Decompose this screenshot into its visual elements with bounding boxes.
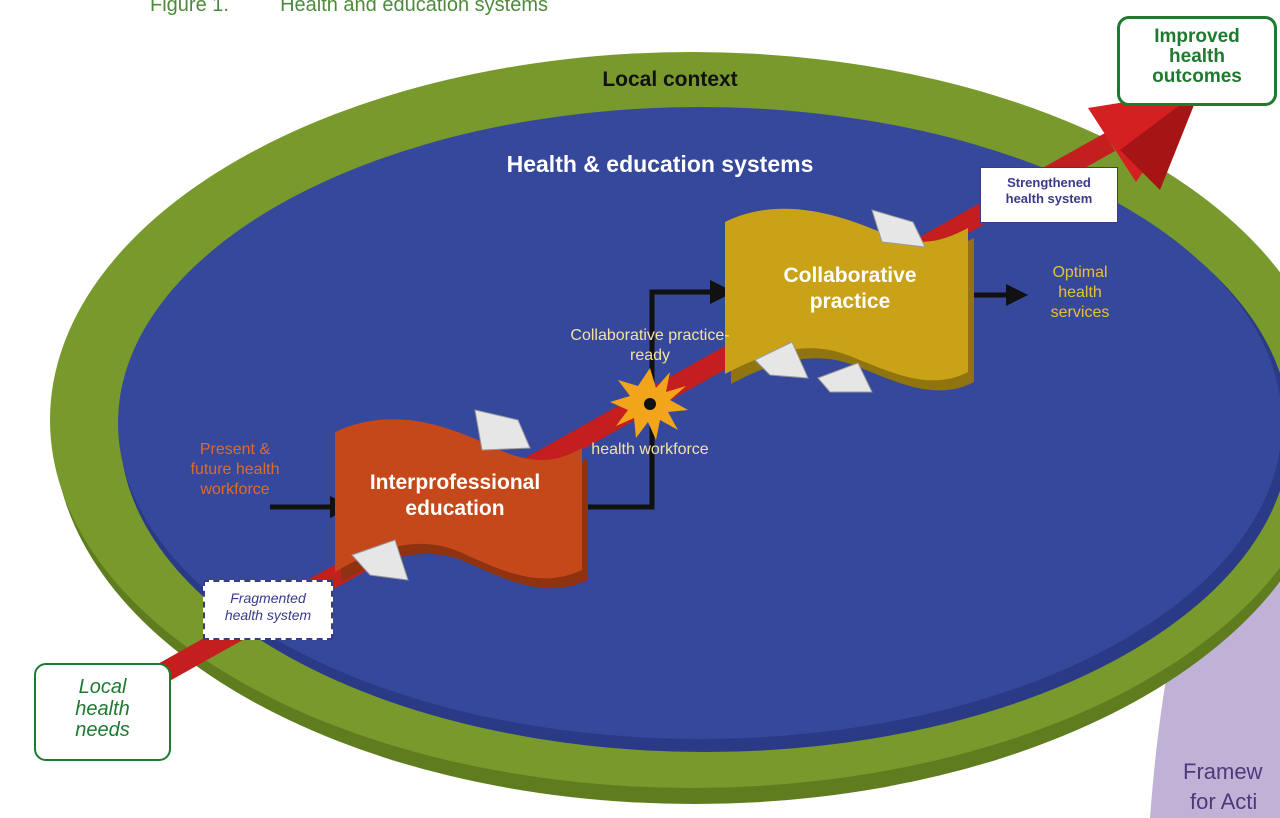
outer-ring-label: Local context bbox=[602, 68, 738, 91]
ready-workforce-label-top: Collaborative practice-ready bbox=[570, 327, 730, 364]
strengthened-box-text: Strengthened health system bbox=[1005, 175, 1093, 207]
workforce-input-label: Present & future health workforce bbox=[190, 441, 280, 498]
figure-caption: Figure 1. Health and education systems bbox=[150, 0, 548, 16]
ipe-label: Interprofessional education bbox=[369, 471, 541, 521]
figure-title: Health and education systems bbox=[280, 0, 548, 16]
needs-box: Local health needs bbox=[34, 663, 171, 761]
arrowheads bbox=[351, 209, 926, 581]
arrowhead-cp-top bbox=[871, 209, 926, 248]
inner-field bbox=[118, 107, 1280, 739]
fragmented-box-text: Fragmented health system bbox=[224, 590, 312, 623]
arrowhead-ipe-top bbox=[474, 409, 531, 451]
outcome-box: Improved health outcomes bbox=[1117, 16, 1277, 106]
corner-text-line2: for Acti bbox=[1190, 789, 1258, 814]
needs-box-text: Local health needs bbox=[75, 676, 130, 742]
ipe-banner bbox=[335, 419, 588, 589]
strengthened-box: Strengthened health system bbox=[980, 167, 1118, 223]
figure-number: Figure 1. bbox=[150, 0, 229, 16]
arrowhead-ipe-bottom bbox=[351, 539, 409, 581]
outcome-box-text: Improved health outcomes bbox=[1152, 26, 1242, 87]
fragmented-box: Fragmented health system bbox=[203, 580, 333, 640]
cp-label: Collaborative practice bbox=[783, 264, 917, 314]
corner-text-line1: Framew bbox=[1183, 759, 1263, 784]
ready-workforce-label-bottom: health workforce bbox=[591, 441, 709, 458]
arrowhead-cp-bottom-left bbox=[754, 341, 809, 379]
starburst-icon bbox=[610, 368, 688, 440]
optimal-services-label: Optimal health services bbox=[1050, 264, 1110, 321]
inner-field-label: Health & education systems bbox=[506, 151, 814, 177]
arrowhead-cp-bottom-right bbox=[817, 362, 873, 393]
